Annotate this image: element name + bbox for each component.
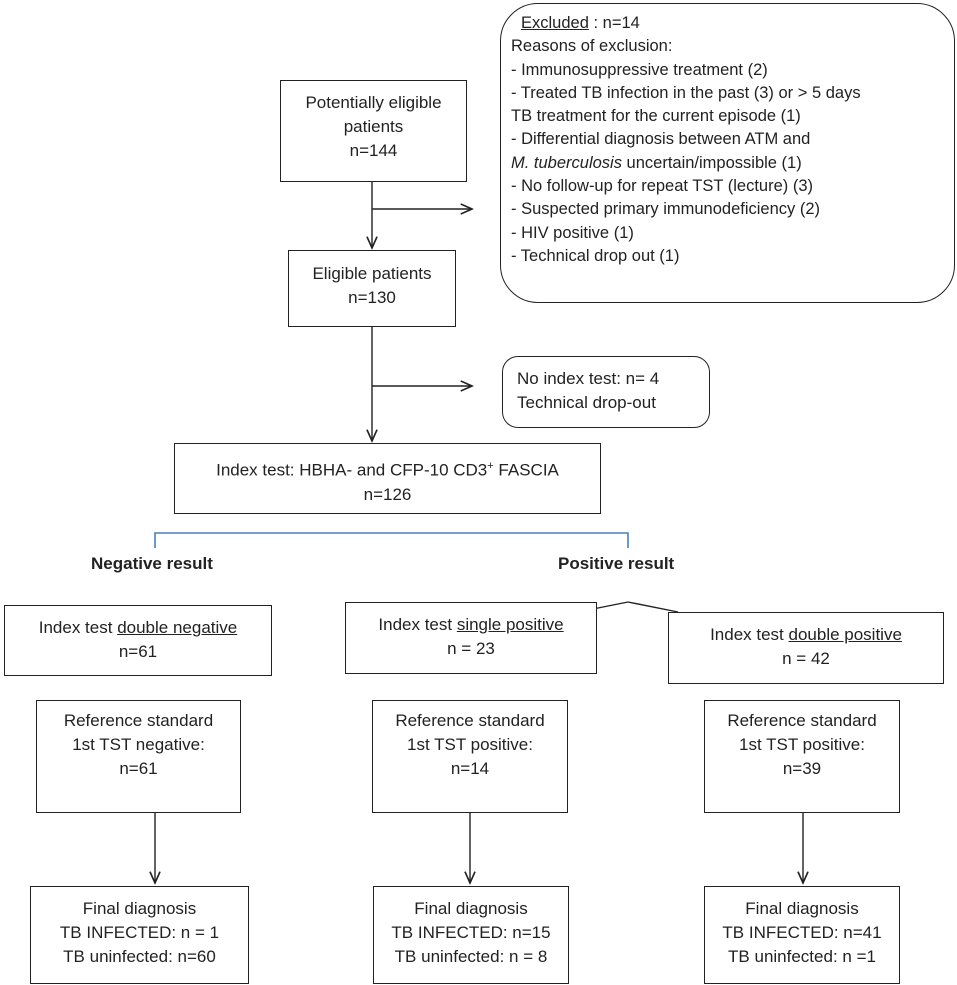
exclusion-reason: - Technical drop out (1) <box>511 246 680 265</box>
index-prefix: Index test <box>710 625 789 644</box>
index-double-negative-box: Index test double negative n=61 <box>4 605 272 676</box>
final-uninfected: TB uninfected: n = 8 <box>394 947 548 966</box>
reference-single-box: Reference standard 1st TST positive: n=1… <box>372 700 568 813</box>
reference-count: n=14 <box>450 759 490 778</box>
exclusion-reason: - Suspected primary immunodeficiency (2) <box>511 200 821 219</box>
index-test-count: n=126 <box>363 484 412 504</box>
reference-title: Reference standard <box>63 711 214 730</box>
excluded-title-row: Excluded : n=14 <box>511 12 944 35</box>
index-prefix: Index test <box>378 615 457 634</box>
index-result-label: Index test single positive <box>346 613 596 637</box>
index-test-sup: + <box>487 460 494 472</box>
potential-count: n=144 <box>349 141 398 160</box>
exclusion-header: Reasons of exclusion: <box>511 37 673 56</box>
potential-line1: Potentially eligible <box>305 93 442 112</box>
exclusion-reason: M. tuberculosis uncertain/impossible (1) <box>511 152 944 175</box>
final-single-box: Final diagnosis TB INFECTED: n=15 TB uni… <box>373 886 569 984</box>
potential-line2: patients <box>343 117 404 136</box>
index-result-type: double positive <box>788 625 902 644</box>
index-test-label: Index test: HBHA- and CFP-10 CD3+ FASCIA <box>175 454 600 483</box>
reference-negative-box: Reference standard 1st TST negative: n=6… <box>36 700 241 813</box>
index-result-type: double negative <box>117 618 238 637</box>
excluded-title: Excluded <box>521 14 589 32</box>
index-test-suffix: FASCIA <box>493 460 559 480</box>
excluded-count: : n=14 <box>588 14 640 32</box>
reference-tst: 1st TST positive: <box>407 735 533 754</box>
final-infected: TB INFECTED: n = 1 <box>59 923 220 942</box>
reference-double-box: Reference standard 1st TST positive: n=3… <box>704 700 900 813</box>
exclusion-reason-rest: uncertain/impossible (1) <box>621 153 802 172</box>
index-test-box: Index test: HBHA- and CFP-10 CD3+ FASCIA… <box>174 443 601 514</box>
index-result-count: n = 23 <box>447 639 495 658</box>
exclusion-reason: - Treated TB infection in the past (3) o… <box>511 83 861 102</box>
eligible-box: Eligible patients n=130 <box>288 250 456 327</box>
negative-result-label: Negative result <box>91 554 213 573</box>
potentially-eligible-box: Potentially eligible patients n=144 <box>280 80 467 182</box>
final-title: Final diagnosis <box>414 899 528 918</box>
exclusion-reason: - Differential diagnosis between ATM and <box>511 130 811 149</box>
eligible-count: n=130 <box>348 288 396 307</box>
index-result-label: Index test double positive <box>669 623 943 647</box>
result-bracket <box>154 532 629 548</box>
exclusion-reason: - No follow-up for repeat TST (lecture) … <box>511 177 813 196</box>
eligible-label: Eligible patients <box>312 264 432 283</box>
index-prefix: Index test <box>38 618 118 637</box>
reference-tst: 1st TST positive: <box>739 735 865 754</box>
index-result-type: single positive <box>456 615 564 634</box>
index-double-positive-box: Index test double positive n = 42 <box>668 612 944 684</box>
no-index-count: No index test: n= 4 <box>517 369 660 388</box>
index-single-positive-box: Index test single positive n = 23 <box>345 602 597 674</box>
species-name: M. tuberculosis <box>511 153 622 172</box>
final-negative-box: Final diagnosis TB INFECTED: n = 1 TB un… <box>30 886 249 984</box>
exclusion-reason: - HIV positive (1) <box>511 223 634 242</box>
index-test-text: Index test: HBHA- and CFP-10 CD3 <box>216 460 488 480</box>
reference-title: Reference standard <box>395 711 545 730</box>
final-uninfected: TB uninfected: n=60 <box>63 947 216 966</box>
reference-tst: 1st TST negative: <box>72 735 205 754</box>
final-title: Final diagnosis <box>745 899 859 918</box>
no-index-test-box: No index test: n= 4 Technical drop-out <box>502 356 710 428</box>
final-double-box: Final diagnosis TB INFECTED: n=41 TB uni… <box>704 886 900 984</box>
exclusion-reason: - Immunosuppressive treatment (2) <box>511 60 768 79</box>
final-uninfected: TB uninfected: n =1 <box>728 947 876 966</box>
reference-count: n=39 <box>782 759 822 778</box>
reference-count: n=61 <box>119 759 158 778</box>
no-index-reason: Technical drop-out <box>517 393 656 412</box>
index-result-count: n = 42 <box>782 649 830 668</box>
reference-title: Reference standard <box>727 711 877 730</box>
index-result-count: n=61 <box>118 642 158 661</box>
branch-line-right <box>627 601 679 613</box>
index-result-label: Index test double negative <box>5 616 271 640</box>
exclusion-reason: TB treatment for the current episode (1) <box>511 107 801 126</box>
positive-result-label: Positive result <box>558 554 675 573</box>
final-title: Final diagnosis <box>82 899 197 918</box>
final-infected: TB INFECTED: n=41 <box>722 923 882 942</box>
excluded-box: Excluded : n=14 Reasons of exclusion: - … <box>500 3 955 303</box>
final-infected: TB INFECTED: n=15 <box>391 923 551 942</box>
